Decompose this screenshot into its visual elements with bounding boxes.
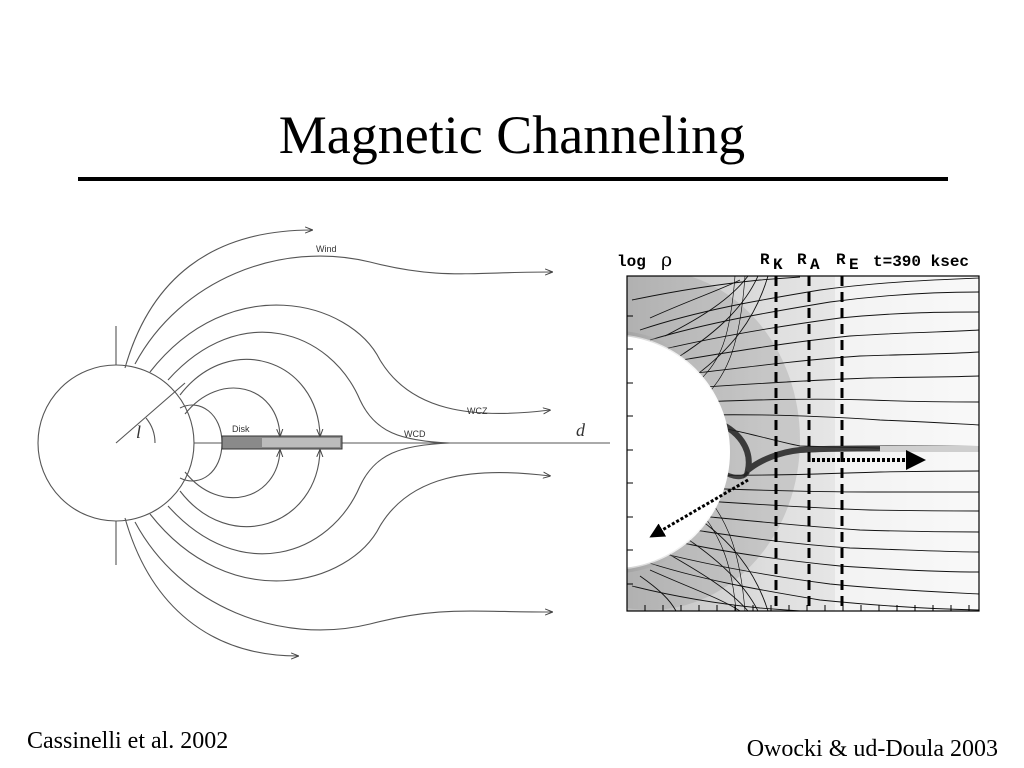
field-to-wcd-lower [167,442,451,555]
label-disk: Disk [232,424,250,434]
outer-wind-shade [835,276,979,611]
field-wcz-lower [149,473,550,582]
loop-lower-2 [179,450,320,528]
slide-title: Magnetic Channeling [278,105,746,165]
panel-frame [626,275,980,612]
label-re-sub: E [849,256,859,274]
star-limb [627,331,734,573]
label-wind: Wind [316,244,337,254]
label-rk: R [760,251,770,269]
field-wcz-upper [149,304,550,413]
label-log: log [617,253,646,271]
credit-left: Cassinelli et al. 2002 [27,728,229,754]
wind-line-upper-2 [134,255,552,365]
wind-line-lower-1 [124,517,298,656]
wind-line-lower-2 [134,521,552,631]
loop-lower-1 [184,450,280,499]
wind-line-upper-1 [124,230,312,369]
star-disk [627,334,730,570]
loop-upper-1 [184,387,280,436]
label-ra: R [797,251,807,269]
label-ra-sub: A [810,256,820,274]
label-wcz: WCZ [467,406,488,416]
label-re: R [836,251,846,269]
label-rk-sub: K [773,256,783,274]
panel-ticks [627,315,970,611]
loop-upper-2 [179,358,320,436]
infall-arrow [649,478,749,538]
credit-right: Owocki & ud-Doula 2003 [746,736,998,762]
field-to-wcd-upper [167,331,451,444]
latitude-line [115,382,186,444]
title-underline [78,177,948,181]
right-figure [626,275,980,612]
label-latitude: l [136,422,141,442]
left-figure [37,230,610,656]
label-rho: ρ [661,249,672,271]
disk-inner-rect [262,438,340,447]
label-wcd: WCD [404,429,426,439]
label-time: t=390 ksec [873,253,969,271]
field-lines-lower [631,470,979,611]
label-d: d [576,420,586,440]
latitude-arc [145,417,156,444]
